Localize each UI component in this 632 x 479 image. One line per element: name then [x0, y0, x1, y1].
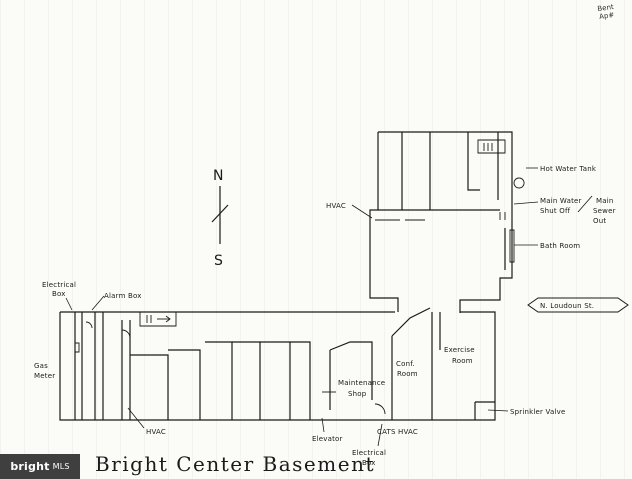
- gas-meter-line2: Meter: [34, 372, 55, 380]
- elevator-leader: [321, 417, 325, 433]
- sprinkler-valve-label: Sprinkler Valve: [510, 408, 565, 416]
- hvac-top-label: HVAC: [326, 202, 346, 210]
- hvac-top-leader: [351, 204, 373, 219]
- street-arrow-icon: [527, 297, 629, 313]
- watermark-suffix: MLS: [52, 462, 70, 471]
- hot-water-tank-label: Hot Water Tank: [540, 165, 597, 173]
- alarm-box-label: Alarm Box: [104, 292, 142, 300]
- alarm-box-leader: [91, 295, 105, 311]
- compass-south: S: [214, 253, 223, 269]
- walls: [59, 131, 513, 421]
- hvac-left-label: HVAC: [146, 428, 166, 436]
- hvac-left-leader: [127, 407, 145, 429]
- sprinkler-valve-leader: [487, 409, 509, 412]
- gas-meter-line1: Gas: [34, 362, 48, 370]
- exercise-room-line2: Room: [452, 357, 473, 365]
- main-water-leader: [513, 201, 539, 205]
- main-water-label-line2: Shut Off: [540, 207, 571, 215]
- maintenance-shop-line1: Maintenance: [338, 379, 385, 387]
- electrical-box-bottom-leader: [377, 423, 383, 447]
- street-marker: N. Loudoun St.: [527, 297, 629, 313]
- main-sewer-label-line2: Sewer: [593, 207, 616, 215]
- bath-room-label: Bath Room: [540, 242, 580, 250]
- watermark-brand: bright: [10, 460, 50, 473]
- main-water-label-line1: Main Water: [540, 197, 582, 205]
- compass: N S: [211, 168, 229, 269]
- electrical-box-left-leader: [65, 297, 73, 311]
- label-divider: [577, 195, 593, 213]
- bright-mls-watermark: bright MLS: [0, 454, 80, 479]
- doors-and-fixtures: [74, 139, 525, 415]
- electrical-box-left-line2: Box: [52, 290, 66, 298]
- plan-title: Bright Center Basement: [95, 452, 375, 476]
- cats-label: CATS: [377, 428, 396, 436]
- electrical-box-bottom-line2: Box: [362, 459, 376, 467]
- conf-room-line1: Conf.: [396, 360, 415, 368]
- electrical-box-left-line1: Electrical: [42, 281, 76, 289]
- exercise-room-line1: Exercise: [444, 346, 475, 354]
- electrical-box-bottom-line1: Electrical: [352, 449, 386, 457]
- main-sewer-label-line3: Out: [593, 217, 606, 225]
- compass-slash: [211, 204, 229, 223]
- compass-north: N: [213, 168, 223, 184]
- maintenance-shop-line2: Shop: [348, 390, 367, 398]
- conf-room-line2: Room: [397, 370, 418, 378]
- elevator-label: Elevator: [312, 435, 343, 443]
- street-label: N. Loudoun St.: [540, 302, 594, 310]
- main-sewer-label-line1: Main: [596, 197, 614, 205]
- hvac-bottom-label: HVAC: [398, 428, 418, 436]
